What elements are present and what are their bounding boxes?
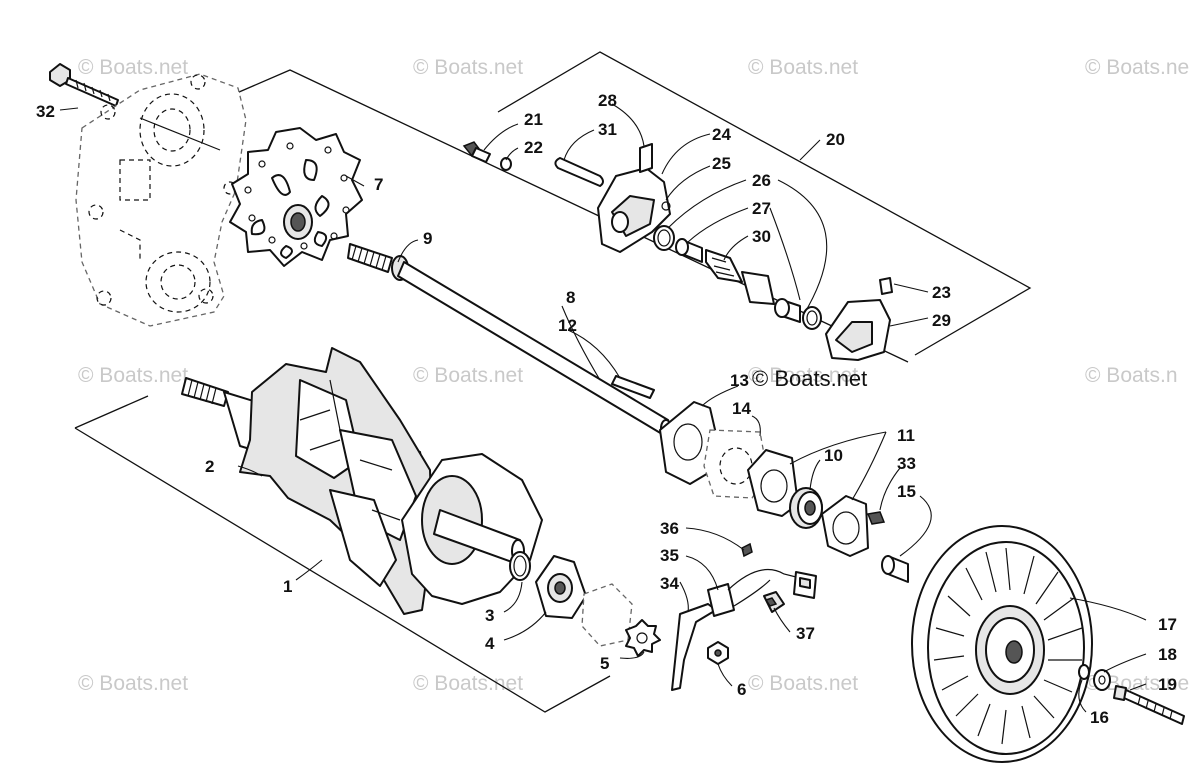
caliper-half-29 bbox=[825, 277, 893, 361]
callout-4: 4 bbox=[485, 634, 495, 653]
callout-26: 26 bbox=[752, 171, 771, 190]
drive-clutch-1 bbox=[181, 347, 543, 615]
watermark: © Boats.net bbox=[748, 56, 858, 79]
callout-29: 29 bbox=[932, 311, 951, 330]
bolt-19 bbox=[1113, 685, 1185, 725]
key-12 bbox=[611, 375, 655, 399]
callout-10: 10 bbox=[824, 446, 843, 465]
callout-12: 12 bbox=[558, 316, 577, 335]
brake-caliper-24 bbox=[597, 143, 671, 253]
watermark: © Boats.ne bbox=[1085, 672, 1189, 695]
watermark-layer: © Boats.net © Boats.net © Boats.net © Bo… bbox=[78, 56, 1189, 695]
callout-8: 8 bbox=[566, 288, 575, 307]
washer-16 bbox=[1078, 664, 1090, 680]
callout-1: 1 bbox=[283, 577, 292, 596]
callout-13: 13 bbox=[730, 371, 749, 390]
star-washer-5 bbox=[625, 619, 661, 657]
watermark: © Boats.net bbox=[748, 364, 858, 387]
callout-labels: 1 2 3 4 5 6 7 8 9 10 11 12 13 14 15 16 1… bbox=[36, 91, 1177, 727]
caliper-piston-right bbox=[774, 298, 822, 330]
callout-34: 34 bbox=[660, 574, 679, 593]
callout-35: 35 bbox=[660, 546, 679, 565]
speed-sensor-35 bbox=[707, 568, 817, 617]
o-ring-3 bbox=[509, 551, 531, 581]
callout-11: 11 bbox=[897, 426, 915, 445]
screw-33 bbox=[866, 511, 886, 525]
callout-28: 28 bbox=[598, 91, 617, 110]
watermark: © Boats.net bbox=[78, 56, 188, 79]
bearing-housing-4 bbox=[535, 555, 587, 619]
frame-drive-clutch bbox=[74, 395, 611, 713]
bearing-10 bbox=[789, 487, 823, 529]
callout-37: 37 bbox=[796, 624, 815, 643]
clip-37 bbox=[763, 591, 785, 613]
callout-20: 20 bbox=[826, 130, 845, 149]
watermark: © Boats.net bbox=[413, 364, 523, 387]
callout-3: 3 bbox=[485, 606, 494, 625]
screw-36 bbox=[741, 542, 753, 558]
callout-24: 24 bbox=[712, 125, 731, 144]
callout-9: 9 bbox=[423, 229, 432, 248]
flange-plate-11b bbox=[821, 495, 869, 557]
callout-7: 7 bbox=[374, 175, 383, 194]
watermark: © Boats.net bbox=[78, 364, 188, 387]
bolt-32 bbox=[49, 63, 119, 107]
watermark: © Boats.n bbox=[1085, 364, 1178, 387]
callout-27: 27 bbox=[752, 199, 771, 218]
callout-32: 32 bbox=[36, 102, 55, 121]
callout-22: 22 bbox=[524, 138, 543, 157]
callout-17: 17 bbox=[1158, 615, 1177, 634]
callout-2: 2 bbox=[205, 457, 214, 476]
callout-36: 36 bbox=[660, 519, 679, 538]
watermark: © Boats.net bbox=[413, 672, 523, 695]
callout-15: 15 bbox=[897, 482, 916, 501]
center-watermark: © Boats.net bbox=[752, 366, 867, 391]
leader-lines bbox=[59, 103, 1147, 713]
callout-21: 21 bbox=[524, 110, 543, 129]
callout-33: 33 bbox=[897, 454, 916, 473]
callout-31: 31 bbox=[598, 120, 617, 139]
washer-18 bbox=[1093, 669, 1111, 691]
seal-26 bbox=[653, 225, 675, 251]
watermark: © Boats.ne bbox=[1085, 56, 1189, 79]
callout-23: 23 bbox=[932, 283, 951, 302]
watermark: © Boats.net bbox=[748, 672, 858, 695]
nut-6 bbox=[707, 641, 729, 665]
callout-30: 30 bbox=[752, 227, 771, 246]
callout-14: 14 bbox=[732, 399, 751, 418]
callout-5: 5 bbox=[600, 654, 609, 673]
chaincase-outline bbox=[75, 73, 247, 327]
brake-pads-30 bbox=[705, 249, 775, 305]
driveshaft-8 bbox=[347, 243, 672, 437]
callout-19: 19 bbox=[1158, 675, 1177, 694]
callout-6: 6 bbox=[737, 680, 746, 699]
callout-18: 18 bbox=[1158, 645, 1177, 664]
piston-27 bbox=[675, 238, 703, 263]
brake-disc-7 bbox=[229, 127, 363, 267]
watermark: © Boats.net bbox=[78, 672, 188, 695]
driven-clutch-17 bbox=[911, 525, 1093, 763]
watermark: © Boats.net bbox=[413, 56, 523, 79]
spacer-15 bbox=[881, 555, 909, 583]
gasket-plate bbox=[581, 583, 633, 647]
frame-caliper bbox=[497, 51, 1032, 356]
callout-16: 16 bbox=[1090, 708, 1109, 727]
pin-31 bbox=[554, 157, 604, 187]
callout-25: 25 bbox=[712, 154, 731, 173]
caliper-bolt-21 bbox=[462, 141, 512, 171]
